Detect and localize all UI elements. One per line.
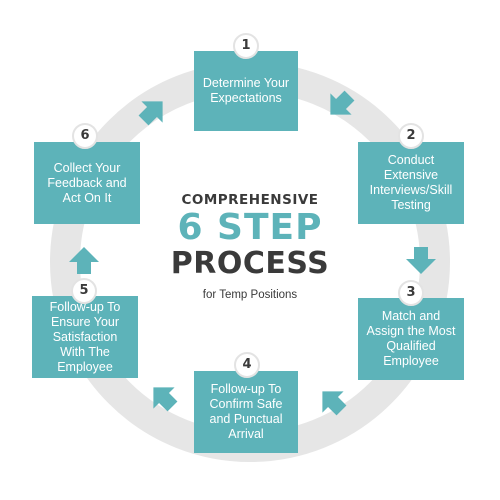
step-1-box: Determine Your Expectations	[194, 51, 298, 131]
step-3-text: Match and Assign the Most Qualified Empl…	[366, 309, 456, 368]
subtitle: for Temp Positions	[202, 289, 298, 301]
step-2-text: Conduct Extensive Interviews/Skill Testi…	[369, 153, 453, 212]
step-1-text: Determine Your Expectations	[202, 76, 290, 105]
step-4-box: Follow-up To Confirm Safe and Punctual A…	[194, 371, 298, 453]
step-6-text: Collect Your Feedback and Act On It	[47, 160, 127, 205]
step-4-badge: 4	[234, 352, 260, 378]
step-3-box: Match and Assign the Most Qualified Empl…	[358, 298, 464, 380]
step-6-badge: 6	[72, 123, 98, 149]
step-2-badge: 2	[398, 123, 424, 149]
step-4-text: Follow-up To Confirm Safe and Punctual A…	[209, 382, 283, 441]
arrow-icon-1-to-2	[330, 90, 355, 115]
step-1-badge: 1	[233, 33, 259, 59]
arrow-icon-5-to-6	[69, 247, 99, 274]
step-6-box: Collect Your Feedback and Act On It	[34, 142, 140, 224]
title-line-2: 6 STEP	[177, 207, 323, 248]
arrow-icon-2-to-3	[406, 247, 436, 274]
step-5-text: Follow-up To Ensure Your Satisfaction Wi…	[49, 299, 121, 374]
title-line-1: COMPREHENSIVE	[181, 192, 319, 208]
step-3-badge: 3	[398, 280, 424, 306]
arrow-icon-3-to-4	[322, 391, 347, 416]
step-2-box: Conduct Extensive Interviews/Skill Testi…	[358, 142, 464, 224]
arrow-icon-6-to-1	[138, 101, 163, 126]
step-5-box: Follow-up To Ensure Your Satisfaction Wi…	[32, 296, 138, 378]
arrow-icon-4-to-5	[153, 387, 178, 412]
step-5-badge: 5	[71, 278, 97, 304]
title-line-3: PROCESS	[170, 246, 330, 281]
